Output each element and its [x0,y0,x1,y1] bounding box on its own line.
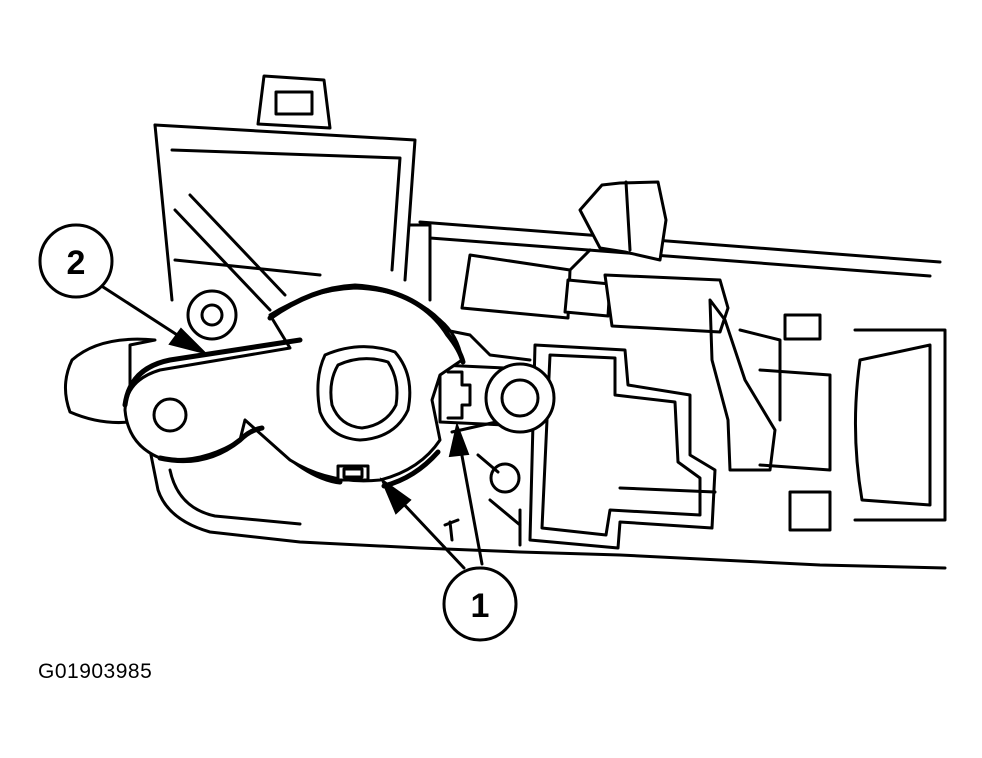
callout-2: 2 [38,223,209,355]
callout-1: 1 [379,421,518,642]
top-bracket [153,74,417,312]
housing-outline [148,220,947,570]
left-shaft [64,337,157,424]
linkage-rod [460,180,730,334]
figure-id: G01903985 [38,660,153,683]
callout-1-circle [442,566,518,642]
lever-plate [122,283,532,489]
right-housing-parts [528,298,932,550]
clip-assembly [438,362,556,542]
callout-2-circle [38,223,114,299]
callout-1-label: 1 [471,587,490,625]
bracket-bolt [186,289,238,341]
callout-2-label: 2 [67,244,86,282]
